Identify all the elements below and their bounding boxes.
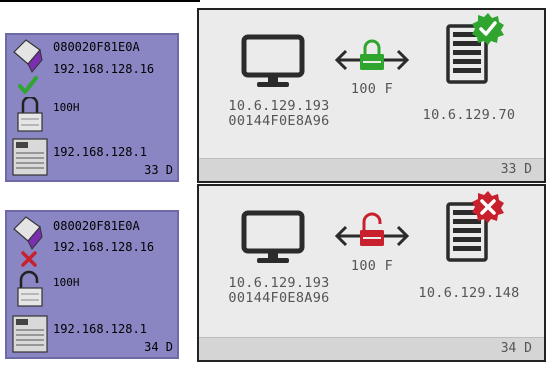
panel-lock-label: 100H	[53, 101, 80, 114]
monitor-icon	[241, 34, 305, 87]
panel-mac: 080020F81E0A	[53, 40, 140, 54]
client-ip: 10.6.129.193	[228, 275, 330, 291]
red-x-badge-icon	[472, 191, 504, 223]
link-speed: 100 F	[350, 81, 394, 97]
disk-icon	[13, 39, 43, 73]
server-icon	[12, 315, 48, 353]
red-open-lock-icon	[334, 212, 410, 247]
panel-channel: 33 D	[144, 163, 173, 177]
panel-lock-label: 100H	[53, 276, 80, 289]
compact-panel-1[interactable]: 080020F81E0A 192.168.128.16 100H 192.168…	[5, 33, 179, 182]
link-speed: 100 F	[350, 258, 394, 274]
panel-host-ip: 192.168.128.16	[53, 240, 155, 254]
panel-server-ip: 192.168.128.1	[53, 322, 147, 336]
red-x-icon	[21, 251, 37, 267]
compact-panel-2[interactable]: 080020F81E0A 192.168.128.16 100H 192.168…	[5, 210, 179, 359]
panel-server-ip: 192.168.128.1	[53, 145, 147, 159]
monitor-icon	[241, 210, 305, 263]
server-ip: 10.6.129.70	[422, 107, 516, 123]
open-padlock-icon	[17, 270, 43, 307]
card-footer: 34 D	[199, 337, 544, 360]
server-tower-icon	[446, 24, 488, 84]
server-icon	[12, 138, 48, 176]
green-closed-lock-icon	[334, 39, 410, 71]
card-channel: 33 D	[500, 162, 532, 177]
client-ip: 10.6.129.193	[228, 98, 330, 114]
card-footer: 33 D	[199, 158, 544, 181]
server-tower-icon	[446, 202, 488, 262]
green-check-icon	[18, 76, 38, 94]
panel-channel: 34 D	[144, 340, 173, 354]
panel-mac: 080020F81E0A	[53, 219, 140, 233]
panel-host-ip: 192.168.128.16	[53, 62, 155, 76]
client-mac: 00144F0E8A96	[228, 290, 330, 306]
green-check-badge-icon	[472, 13, 504, 45]
closed-padlock-icon	[17, 97, 43, 132]
connection-card-1[interactable]: 100 F 10.6.129.193 00144F0E8A96 10.6.129…	[197, 8, 546, 183]
connection-card-2[interactable]: 100 F 10.6.129.193 00144F0E8A96 10.6.129…	[197, 184, 546, 362]
server-ip: 10.6.129.148	[418, 285, 520, 301]
disk-icon	[13, 216, 43, 250]
top-divider	[0, 0, 200, 2]
client-mac: 00144F0E8A96	[228, 113, 330, 129]
card-channel: 34 D	[500, 341, 532, 356]
